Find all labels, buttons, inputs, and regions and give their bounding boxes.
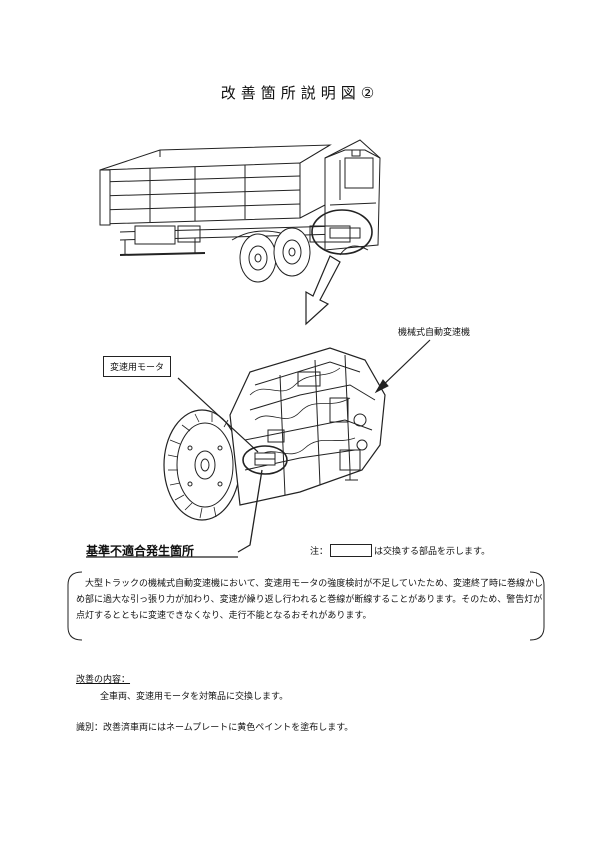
left-bracket bbox=[67, 571, 83, 641]
transmission-drawing bbox=[163, 347, 386, 521]
nonconformity-location-label: 基準不適合発生箇所 bbox=[86, 544, 195, 558]
note-suffix: は交換する部品を示します。 bbox=[374, 547, 491, 557]
replacement-note: 注： は交換する部品を示します。 bbox=[310, 544, 490, 557]
defect-description: 大型トラックの機械式自動変速機において、変速用モータの強度検討が不足していたため… bbox=[76, 579, 544, 621]
shift-motor-label: 変速用モータ bbox=[103, 356, 172, 377]
right-bracket bbox=[529, 571, 545, 641]
truck-drawing bbox=[99, 139, 381, 283]
note-prefix: 注： bbox=[310, 547, 329, 557]
document-title: 改善箇所説明図② bbox=[220, 84, 380, 102]
remedy-body: 全車両、変速用モータを対策品に交換します。 bbox=[100, 692, 289, 702]
identification-text: 識別：改善済車両にはネームプレートに黄色ペイントを塗布します。 bbox=[76, 723, 354, 733]
remedy-heading: 改善の内容： bbox=[76, 675, 131, 685]
pointer-arrow bbox=[305, 255, 341, 326]
automatic-transmission-label: 機械式自動変速機 bbox=[398, 328, 471, 338]
replacement-legend-box bbox=[330, 544, 373, 557]
